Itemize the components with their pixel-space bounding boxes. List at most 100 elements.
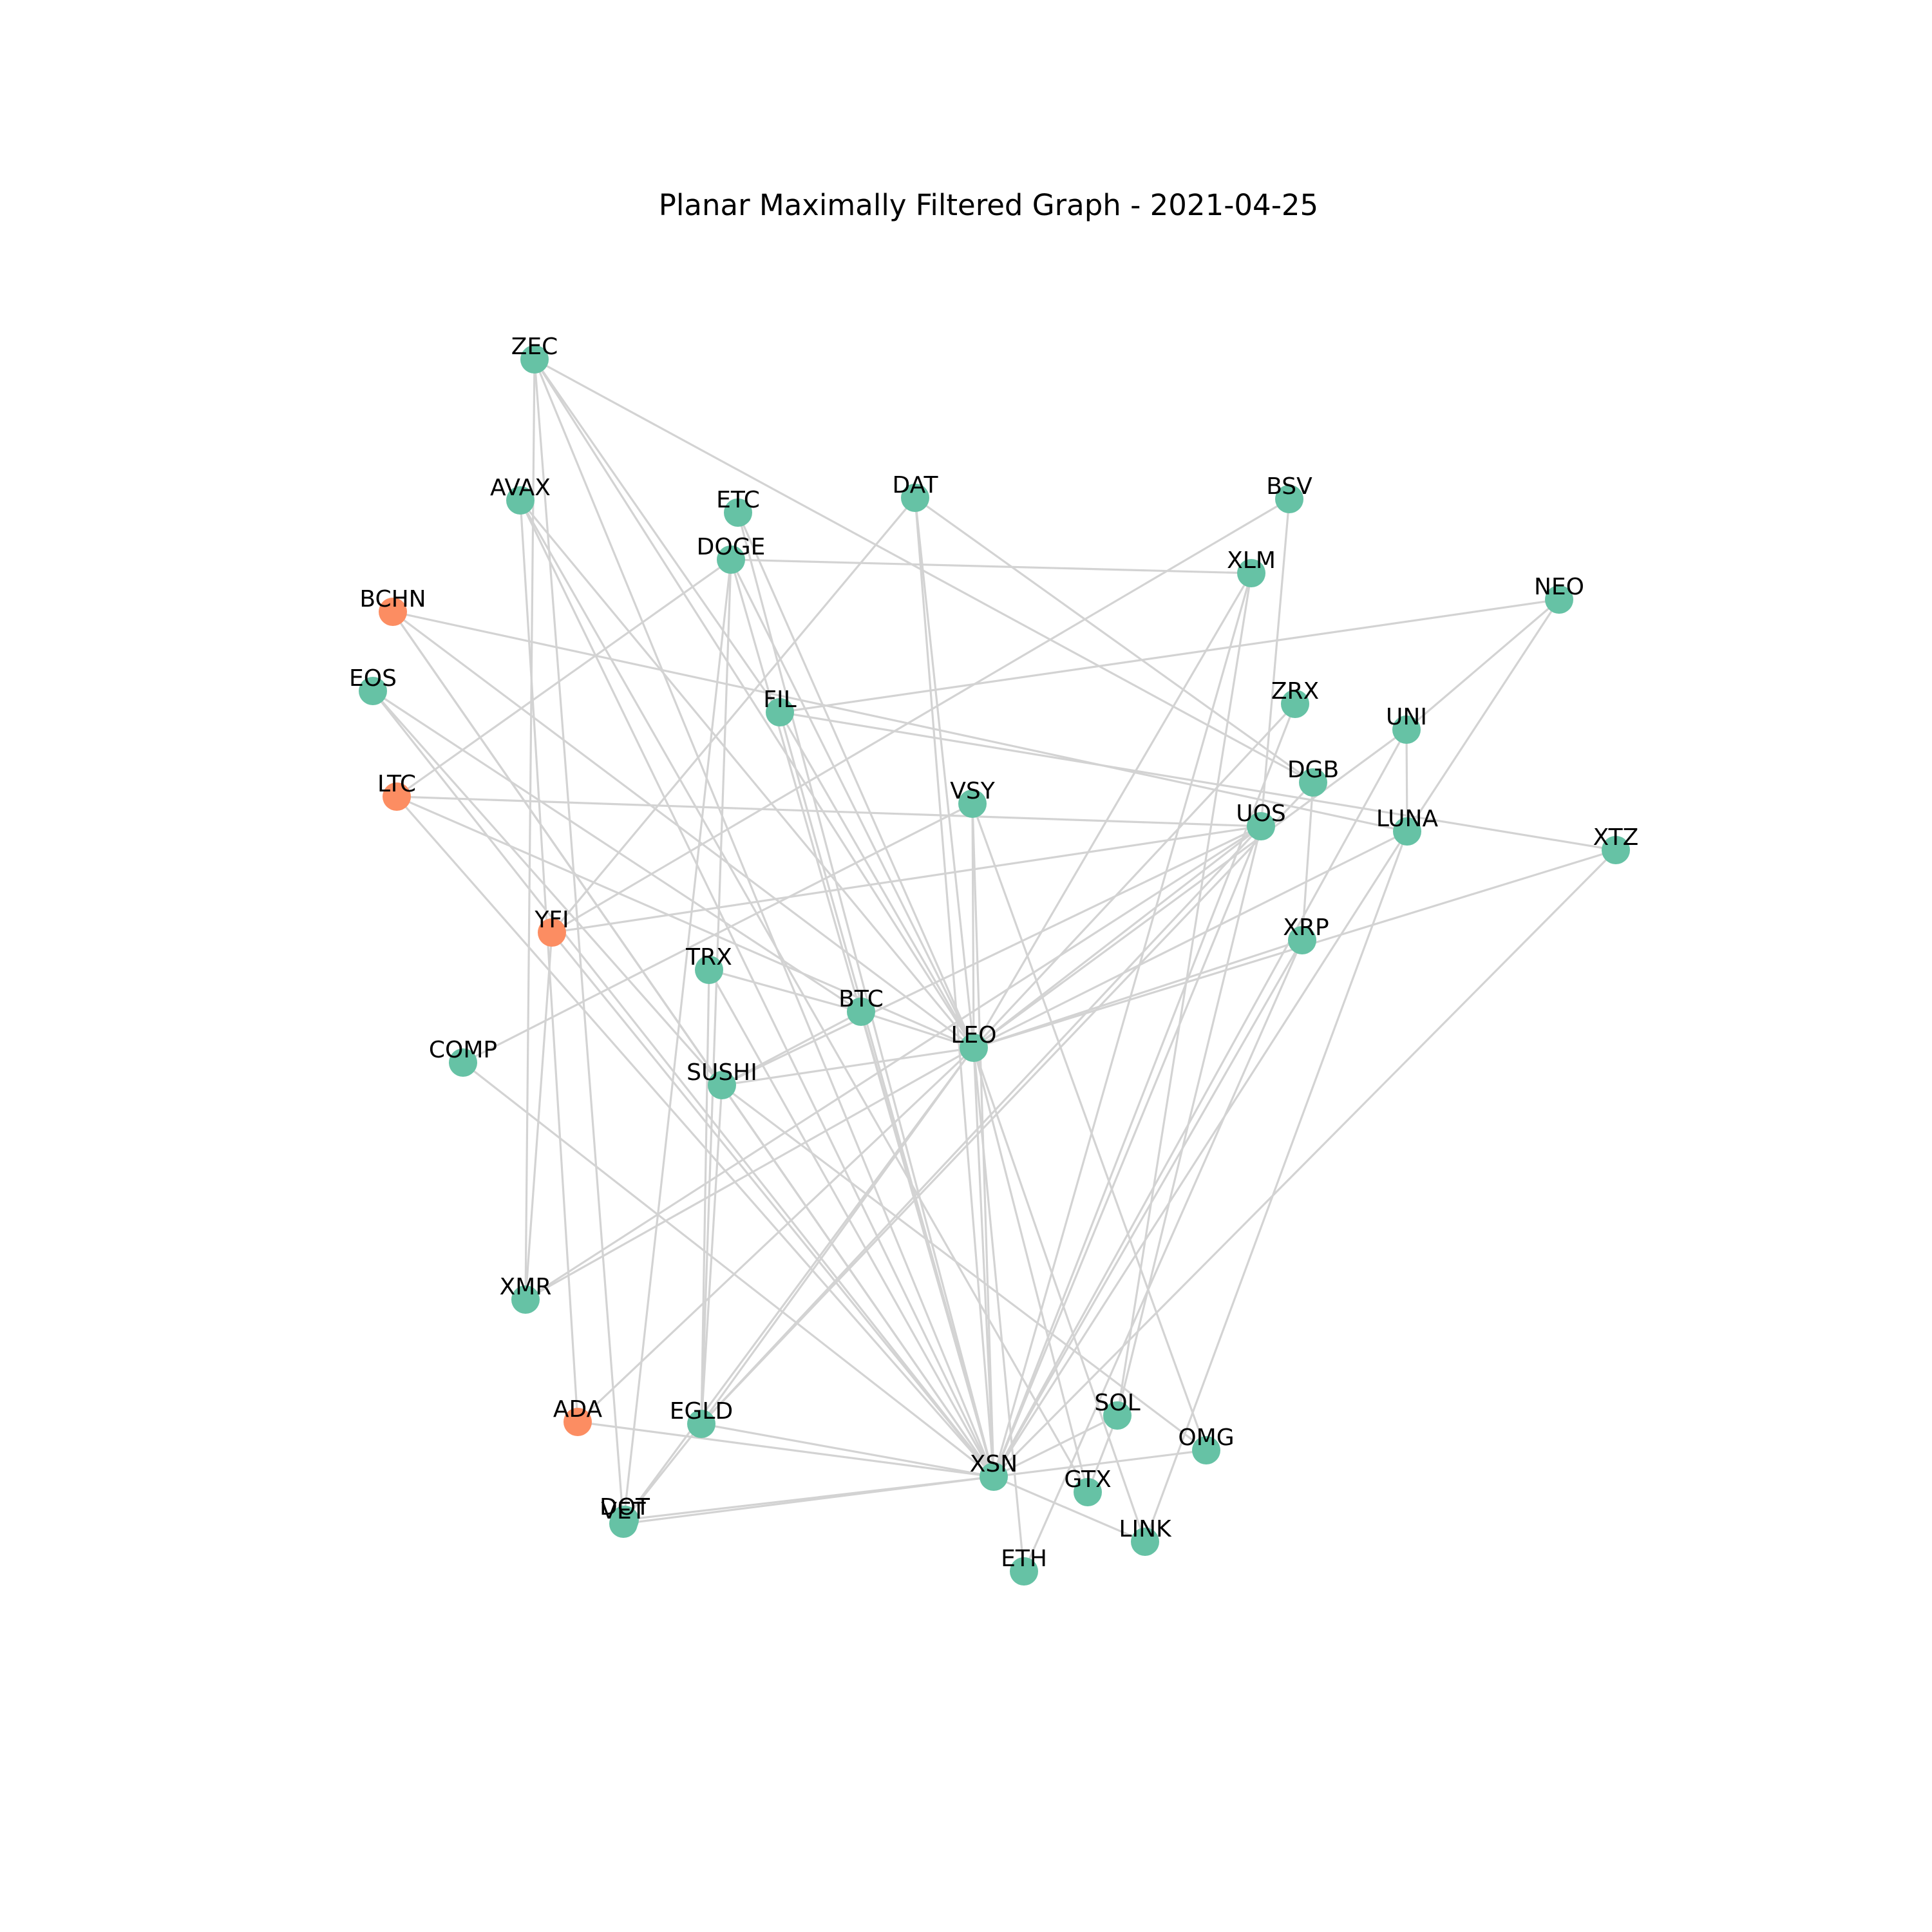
node-omg [1192,1436,1220,1464]
node-trx [695,956,723,984]
edge-doge-leo [730,559,975,1048]
node-ada [564,1408,592,1436]
edge-leo-sushi [721,1046,974,1086]
node-xsn [980,1463,1008,1491]
edge-vsy-leo [971,803,975,1048]
node-layer [359,345,1630,1586]
edge-xrp-xsn [992,940,1303,1477]
edge-trx-xsn [708,969,995,1477]
edge-xlm-leo [972,573,1253,1048]
node-eth [1010,1557,1038,1586]
node-bchn [379,598,407,626]
edge-bchn-luna [392,611,1408,833]
edge-bchn-sushi [392,611,723,1086]
edge-zec-leo [533,359,975,1048]
node-label-sol: SOL [1094,1390,1140,1416]
edge-ltc-uos [396,795,1262,828]
node-label-uos: UOS [1236,800,1286,827]
edge-yfi-xmr [524,932,553,1300]
node-label-xlm: XLM [1227,547,1276,574]
edge-uni-xsn [992,729,1408,1477]
edge-xsn-link [993,1475,1146,1543]
node-label-etc: ETC [716,487,760,513]
node-label-vsy: VSY [950,778,995,804]
node-vet [609,1510,638,1538]
node-label-dgb: DGB [1287,757,1339,783]
node-label-bsv: BSV [1266,473,1312,500]
node-luna [1393,817,1421,846]
edge-neo-luna [1406,599,1560,832]
edge-zec-xsn [533,359,995,1477]
edge-dat-xsn [914,497,995,1477]
edge-leo-dot [623,1047,975,1520]
edge-eos-btc [372,690,862,1013]
edge-etc-leo [737,512,975,1048]
edge-neo-uni [1405,598,1560,731]
node-comp [449,1048,477,1077]
edge-bsv-uos [1260,498,1291,827]
edge-fil-leo [779,712,975,1048]
node-label-xmr: XMR [500,1274,552,1300]
node-sushi [708,1071,736,1099]
edge-dat-yfi [551,497,916,934]
edge-leo-ada [576,1046,975,1423]
edge-avax-leo [519,499,975,1049]
edge-trx-egld [700,969,710,1425]
edge-sushi-omg [721,1084,1207,1452]
edge-luna-leo [973,830,1408,1049]
edge-leo-gtx [972,1047,1089,1493]
node-label-doge: DOGE [697,534,766,560]
node-label-yfi: YFI [534,907,569,933]
node-xlm [1237,559,1265,587]
edge-uos-xmr [525,825,1262,1301]
node-label-gtx: GTX [1064,1466,1111,1493]
node-label-vet: VET [601,1498,646,1524]
edge-eos-xsn [372,690,995,1477]
edge-zrx-leo [972,703,1296,1049]
node-leo [960,1034,988,1062]
node-uos [1247,812,1275,840]
node-label-btc: BTC [838,986,884,1012]
edge-egld-xsn [701,1423,994,1478]
node-doge [717,545,745,574]
edge-doge-xlm [730,558,1252,574]
node-label-bchn: BCHN [359,586,426,612]
node-label-dat: DAT [893,472,939,498]
edge-doge-egld [700,559,732,1425]
node-label-egld: EGLD [670,1398,733,1425]
edge-uni-luna [1405,729,1408,832]
edge-uos-yfi [551,825,1262,934]
edge-zrx-xsn [992,703,1296,1477]
node-dat [901,484,929,512]
node-fil [766,698,794,726]
node-label-trx: TRX [685,944,732,971]
node-neo [1545,585,1573,614]
node-label-xsn: XSN [970,1451,1018,1477]
node-label-fil: FIL [763,687,796,713]
edge-omg-xsn [993,1449,1207,1478]
edge-uos-leo [973,825,1262,1049]
edge-comp-xsn [462,1061,994,1478]
edge-leo-eth [972,1047,1025,1572]
node-egld [687,1410,715,1438]
node-dgb [1299,768,1327,797]
node-avax [506,486,535,515]
node-label-xtz: XTZ [1593,824,1639,851]
node-label-uni: UNI [1386,704,1427,730]
node-label-ltc: LTC [377,771,416,797]
edge-trx-btc [708,969,862,1013]
edge-vsy-omg [971,803,1208,1451]
node-btc [847,998,875,1026]
edge-xlm-sol [1116,573,1253,1416]
edge-etc-xsn [737,512,995,1477]
edge-sushi-egld [700,1084,723,1425]
node-yfi [538,918,566,947]
node-label-comp: COMP [429,1037,497,1063]
edge-xtz-xsn [992,849,1617,1478]
node-label-link: LINK [1119,1516,1172,1542]
edge-luna-xsn [992,831,1408,1477]
edge-dgb-xrp [1301,782,1314,941]
edge-ltc-xsn [395,795,995,1478]
node-uni [1392,715,1421,744]
